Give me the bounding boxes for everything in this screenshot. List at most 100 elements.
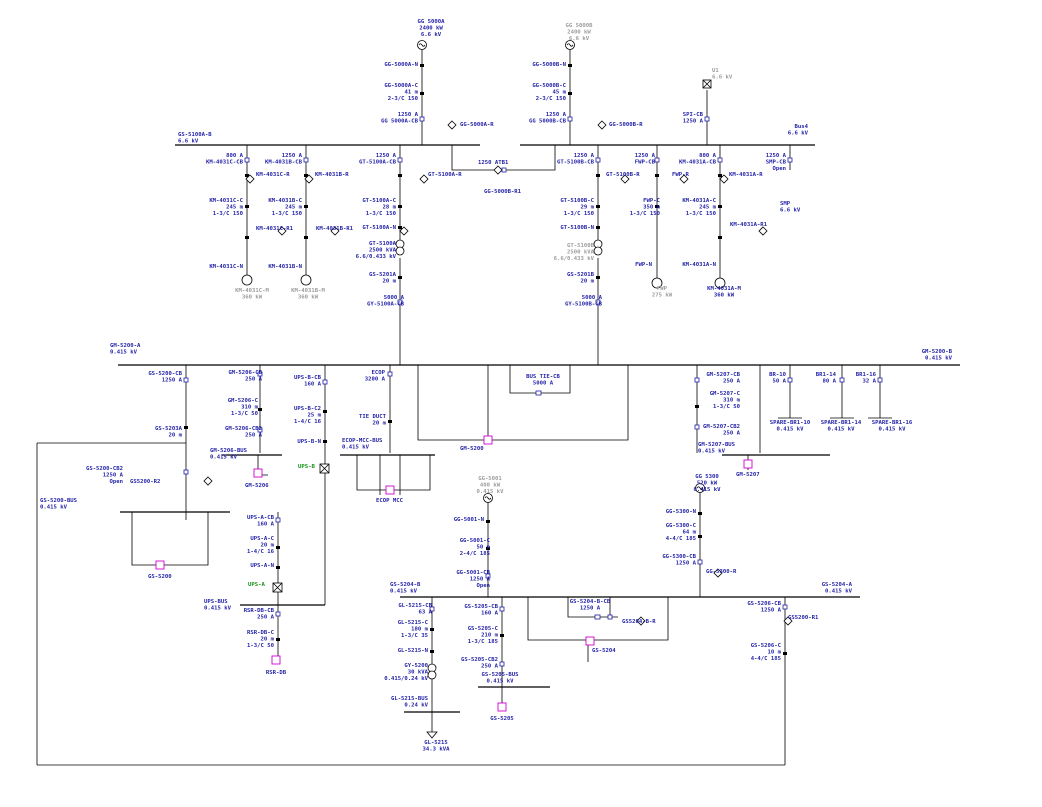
load-icon[interactable]	[155, 435, 753, 712]
motor-icon[interactable]	[241, 274, 253, 286]
label-line: FWP-N	[635, 262, 652, 268]
label-line: BR1-16	[856, 372, 877, 378]
label-line: GG-5300-R	[706, 569, 737, 575]
transformer-icon[interactable]	[427, 663, 437, 680]
ups-a-label[interactable]: UPS-A	[248, 582, 265, 588]
motor-icon[interactable]	[651, 277, 663, 289]
label-line: 1-3/C 150	[213, 211, 244, 217]
gg5000b-r1-label: GG-5000B-R1	[484, 189, 522, 195]
label-line: 20 m	[383, 278, 397, 284]
label-line: GT-5100A-N	[362, 225, 396, 231]
bus-tie-breaker-icon[interactable]	[535, 390, 542, 396]
label-line: 0.415 kV	[694, 487, 722, 493]
gm5206-label[interactable]: GM-5206	[245, 483, 269, 489]
label-line: GS-5100A-B	[178, 132, 212, 138]
label-line: 1-4/C 16	[247, 549, 275, 555]
label-line: GG-5001	[478, 476, 502, 482]
label-line: GT-5100B-C	[560, 198, 594, 204]
atb1-label[interactable]: 1250 ATB1	[478, 160, 509, 166]
label-line: GL-5215-BUS	[391, 696, 429, 702]
generator-icon[interactable]	[483, 493, 493, 503]
label-line: TIE DUCT	[359, 414, 387, 420]
label-line: 2400 kW	[419, 25, 443, 31]
lumped-load-icon[interactable]	[426, 731, 438, 739]
label-line: 800 A	[226, 153, 243, 159]
gt5100a-n-label: GT-5100A-N	[362, 225, 396, 231]
ups-b-label[interactable]: UPS-B	[298, 464, 315, 470]
gs5204-label[interactable]: GS-5204	[592, 648, 616, 654]
label-line: 1250 A	[635, 153, 656, 159]
ups-a-n-label: UPS-A-N	[250, 563, 274, 569]
fwp-r-label: FWP-R	[672, 172, 689, 178]
label-line: 1250 A	[766, 153, 787, 159]
gs5200-label[interactable]: GS-5200	[148, 574, 172, 580]
label-line: Open	[773, 166, 786, 172]
ecop-mcc-label[interactable]: ECOP MCC	[376, 498, 403, 504]
utility-grid-icon[interactable]	[702, 79, 712, 89]
generator-icon[interactable]	[565, 40, 575, 50]
gm5207-label[interactable]: GM-5207	[736, 472, 760, 478]
generator-icon[interactable]	[417, 40, 427, 50]
label-line: 2500 kVA	[369, 247, 397, 253]
rsr-db-label[interactable]: RSR-DB	[266, 670, 287, 676]
label-line: GG-5300-N	[666, 509, 697, 515]
gm5200-label[interactable]: GM-5200	[460, 446, 484, 452]
relay-icon[interactable]	[203, 120, 793, 626]
label-line: GT-5100A	[369, 241, 397, 247]
motor-icon[interactable]	[300, 274, 312, 286]
label-line: GS-5200-CB2	[86, 466, 123, 472]
label-line: 20 m	[169, 432, 183, 438]
label-line: 245 m	[699, 204, 716, 210]
label-line: KM-4031A-R	[729, 172, 763, 178]
label-line: 400 kW	[480, 482, 501, 488]
label-line: 5000 A	[384, 295, 405, 301]
ups-icon[interactable]	[319, 463, 330, 474]
gs5205-label[interactable]: GS-5205	[490, 716, 514, 722]
label-line: 360 kW	[242, 294, 263, 300]
tie-breaker-icon[interactable]	[594, 614, 601, 620]
label-line: 0.415 kV	[487, 678, 515, 684]
transformer-icon[interactable]	[593, 239, 603, 256]
label-line: 1250 A	[398, 112, 419, 118]
motor-icon[interactable]	[714, 277, 726, 289]
gt5100a-r-label: GT-5100A-R	[428, 172, 462, 178]
ups-icon[interactable]	[272, 582, 283, 593]
breaker-icon[interactable]	[183, 116, 883, 667]
label-line: BR-10	[769, 372, 786, 378]
transformer-icon[interactable]	[395, 239, 405, 256]
generator-icon[interactable]	[695, 483, 705, 493]
